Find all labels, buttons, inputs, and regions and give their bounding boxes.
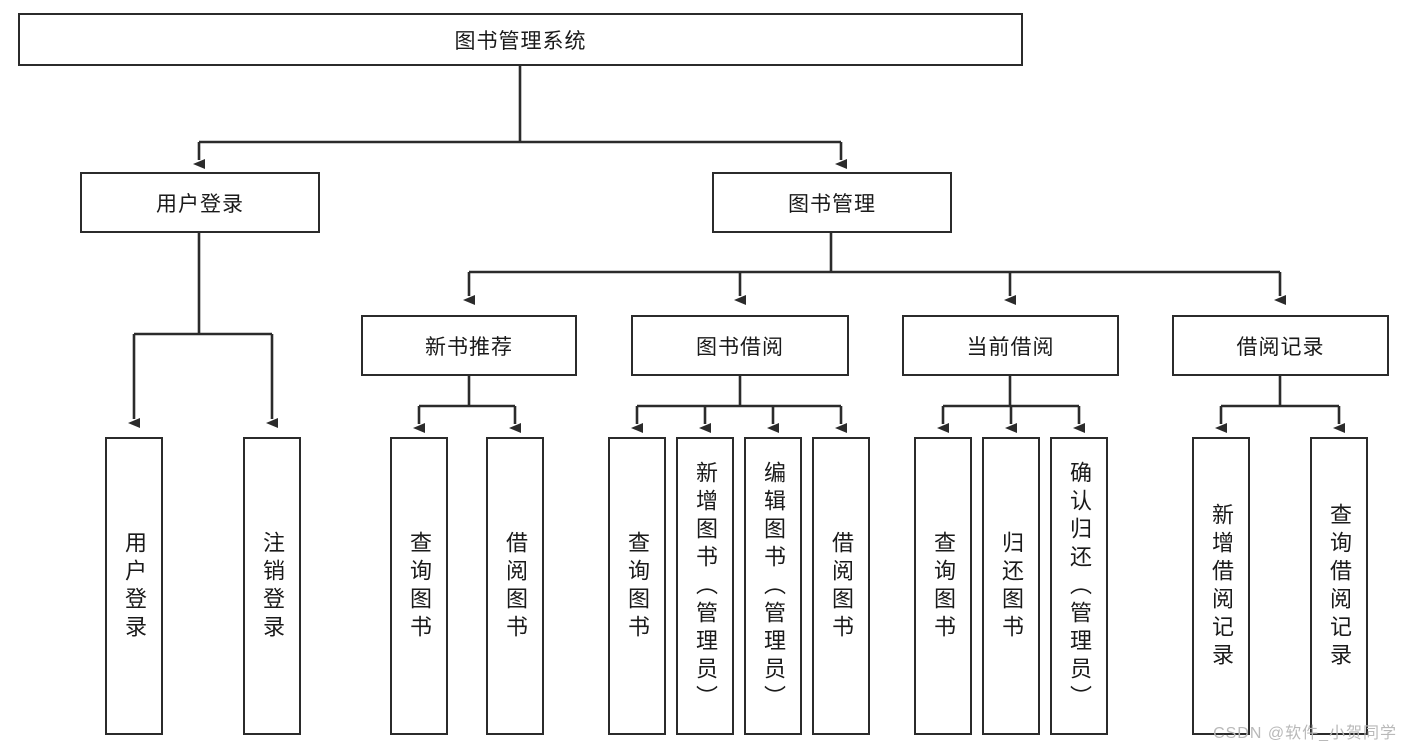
node-label: 用户登录 [156, 192, 244, 216]
node-label: 借阅图书 [503, 531, 528, 643]
node-leaf-query-book-3[interactable]: 查询图书 [914, 437, 972, 735]
node-label: 查询图书 [931, 531, 956, 643]
node-label: 查询借阅记录 [1327, 503, 1352, 671]
node-leaf-query-book-1[interactable]: 查询图书 [390, 437, 448, 735]
node-user-login[interactable]: 用户登录 [80, 172, 320, 233]
node-label: 借阅图书 [829, 531, 854, 643]
node-label: 新增借阅记录 [1209, 503, 1234, 671]
node-book-management[interactable]: 图书管理 [712, 172, 952, 233]
node-leaf-confirm-return[interactable]: 确认归还（管理员） [1050, 437, 1108, 735]
node-leaf-borrow-book-2[interactable]: 借阅图书 [812, 437, 870, 735]
node-leaf-query-record[interactable]: 查询借阅记录 [1310, 437, 1368, 735]
node-label: 编辑图书（管理员） [761, 461, 786, 713]
node-label: 借阅记录 [1236, 335, 1325, 359]
node-label: 新增图书（管理员） [693, 461, 718, 713]
node-label: 新书推荐 [425, 335, 513, 359]
node-label: 图书借阅 [696, 335, 784, 359]
node-current-borrow[interactable]: 当前借阅 [902, 315, 1119, 376]
node-leaf-edit-book[interactable]: 编辑图书（管理员） [744, 437, 802, 735]
node-label: 图书管理 [788, 192, 876, 216]
node-label: 查询图书 [625, 531, 650, 643]
node-leaf-logout[interactable]: 注销登录 [243, 437, 301, 735]
node-new-book-recommend[interactable]: 新书推荐 [361, 315, 577, 376]
node-leaf-query-book-2[interactable]: 查询图书 [608, 437, 666, 735]
node-label: 图书管理系统 [454, 29, 587, 53]
node-leaf-login[interactable]: 用户登录 [105, 437, 163, 735]
node-label: 当前借阅 [966, 335, 1055, 359]
node-label: 查询图书 [407, 531, 432, 643]
node-label: 注销登录 [260, 531, 285, 643]
node-leaf-return-book[interactable]: 归还图书 [982, 437, 1040, 735]
node-root-system[interactable]: 图书管理系统 [18, 13, 1023, 66]
node-book-borrow[interactable]: 图书借阅 [631, 315, 849, 376]
csdn-watermark: CSDN @软件_小贺同学 [1213, 725, 1397, 742]
node-leaf-add-record[interactable]: 新增借阅记录 [1192, 437, 1250, 735]
node-leaf-borrow-book-1[interactable]: 借阅图书 [486, 437, 544, 735]
node-label: 确认归还（管理员） [1067, 461, 1092, 713]
node-label: 用户登录 [122, 531, 147, 643]
node-label: 归还图书 [999, 531, 1024, 643]
node-borrow-record[interactable]: 借阅记录 [1172, 315, 1389, 376]
node-leaf-add-book[interactable]: 新增图书（管理员） [676, 437, 734, 735]
